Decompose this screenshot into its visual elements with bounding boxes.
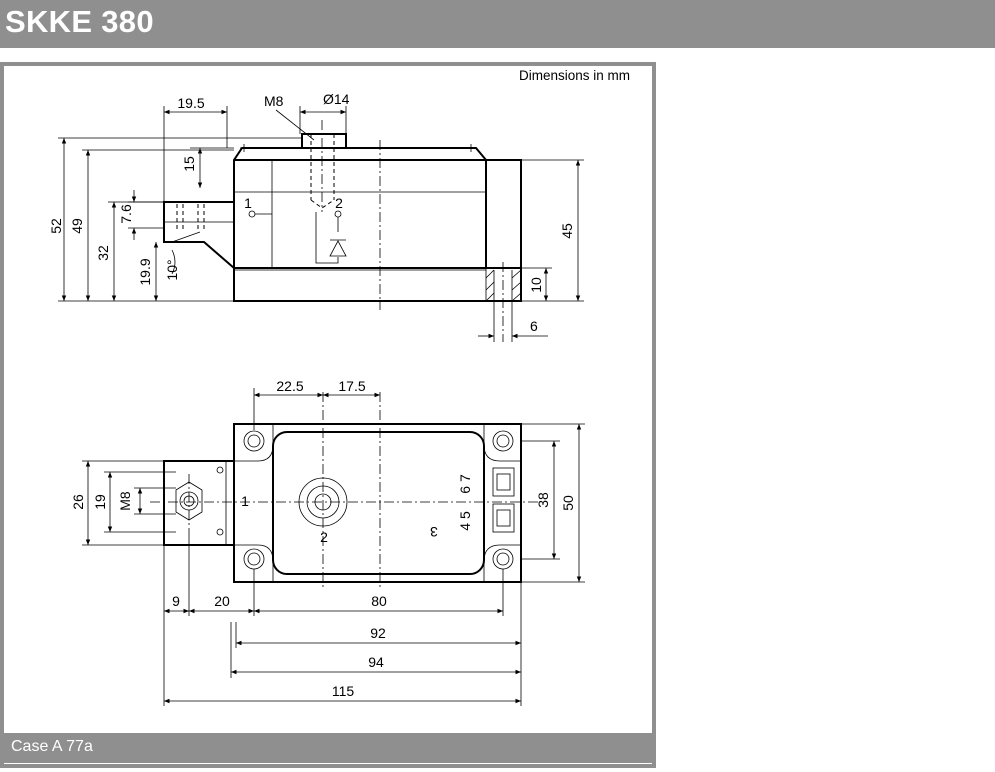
- svg-text:7.6: 7.6: [118, 204, 134, 224]
- svg-text:17.5: 17.5: [338, 378, 365, 394]
- title-bar: SKKE 380: [0, 0, 995, 48]
- diode-symbol: [329, 239, 347, 257]
- inner-lid: [272, 431, 485, 575]
- svg-text:45: 45: [559, 223, 575, 239]
- svg-text:2: 2: [335, 195, 343, 211]
- svg-text:52: 52: [48, 218, 64, 234]
- case-label: Case A 77a: [11, 738, 93, 755]
- dim-d14: Ø14: [323, 91, 350, 107]
- svg-text:1: 1: [244, 195, 252, 211]
- dim-19-5: 19.5: [177, 95, 204, 111]
- svg-text:10: 10: [528, 277, 544, 293]
- svg-text:50: 50: [560, 495, 576, 511]
- baseplate-outline: [233, 267, 522, 302]
- terminal-2-circle: [334, 210, 342, 218]
- top-view: 1 2 3 6 7 4 5 22.5 17.5 26 19 M8 38 50: [70, 378, 585, 706]
- svg-text:1: 1: [241, 493, 249, 509]
- svg-text:22.5: 22.5: [276, 378, 303, 394]
- top-stud: [301, 133, 347, 149]
- footer-bar: Case A 77a: [4, 733, 656, 763]
- svg-text:6: 6: [530, 318, 538, 334]
- svg-text:M8: M8: [117, 491, 133, 511]
- aux-connector-bottom: [492, 503, 515, 533]
- svg-text:15: 15: [181, 156, 197, 172]
- drawing-frame: [0, 62, 656, 768]
- svg-text:19: 19: [92, 494, 108, 510]
- svg-text:10°: 10°: [164, 259, 180, 280]
- left-terminal-outline: [163, 201, 235, 269]
- dimensions-note: Dimensions in mm: [519, 68, 631, 83]
- svg-text:49: 49: [69, 218, 85, 234]
- svg-text:20: 20: [214, 593, 230, 609]
- svg-text:9: 9: [172, 593, 180, 609]
- svg-text:6 7: 6 7: [457, 474, 473, 494]
- terminal-1-circle: [248, 210, 256, 218]
- aux-connector-top: [492, 467, 515, 497]
- svg-text:4 5: 4 5: [457, 511, 473, 531]
- svg-text:92: 92: [370, 625, 386, 641]
- side-view: 1 2 19.5 Ø14 M8 52 49 32 15 7.6 19.9: [48, 91, 584, 342]
- top-outline: [233, 423, 522, 583]
- left-tab: [163, 460, 234, 546]
- svg-text:38: 38: [535, 492, 551, 508]
- svg-text:115: 115: [332, 683, 355, 699]
- svg-text:80: 80: [371, 593, 387, 609]
- dim-m8-side: M8: [264, 93, 284, 109]
- svg-text:2: 2: [320, 529, 328, 545]
- svg-text:26: 26: [70, 494, 86, 510]
- page-title: SKKE 380: [5, 4, 154, 39]
- svg-text:3: 3: [430, 524, 438, 540]
- svg-text:94: 94: [368, 654, 384, 670]
- right-housing-section: [485, 159, 522, 269]
- svg-text:19.9: 19.9: [137, 258, 153, 285]
- svg-text:32: 32: [95, 245, 111, 261]
